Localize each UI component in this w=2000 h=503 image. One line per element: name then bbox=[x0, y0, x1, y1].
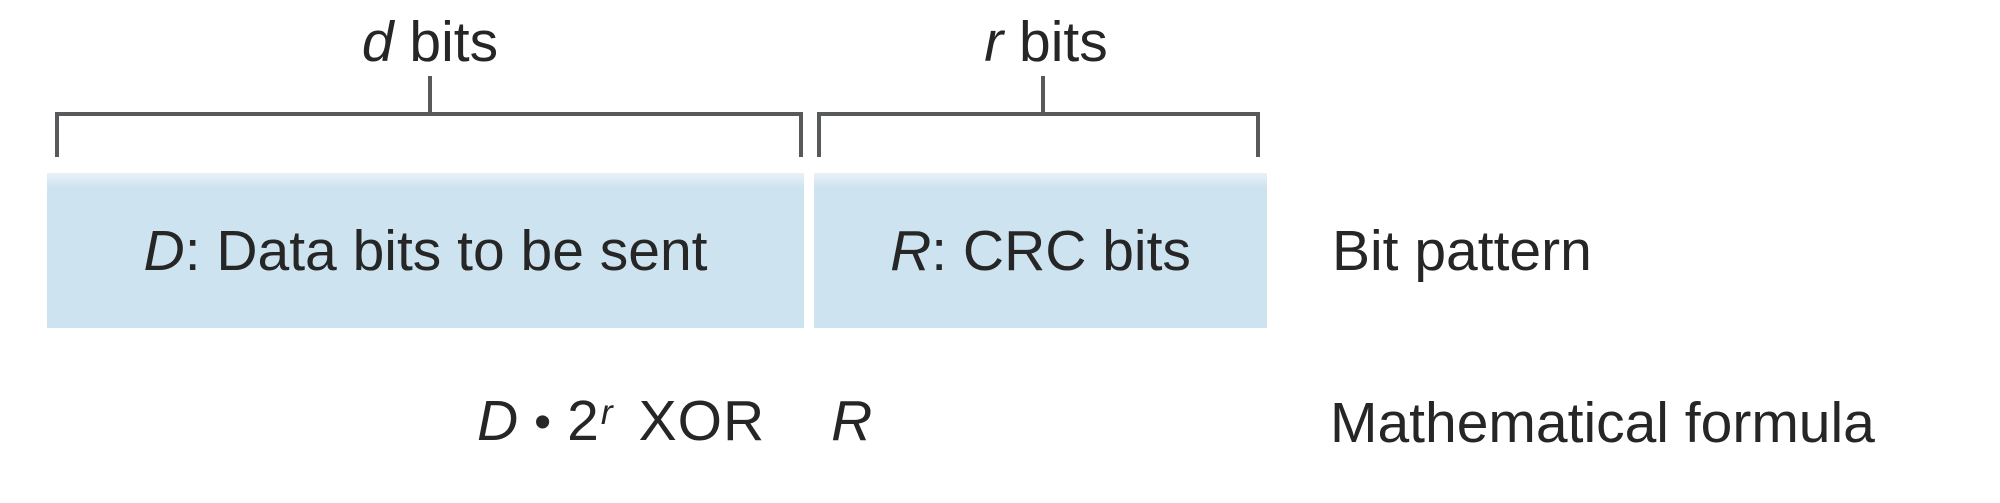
bit-pattern-label: Bit pattern bbox=[1332, 218, 1592, 283]
d-bits-brace bbox=[55, 112, 803, 157]
formula-d-term: D bbox=[477, 389, 519, 453]
formula-xor-operator: XOR bbox=[638, 389, 766, 453]
data-bits-box-variable: D bbox=[143, 218, 185, 283]
d-bits-label-rest: bits bbox=[393, 10, 499, 74]
r-bits-label: r bits bbox=[846, 8, 1246, 76]
r-bits-brace bbox=[817, 112, 1260, 157]
d-bits-brace-stem bbox=[428, 76, 432, 116]
r-bits-label-rest: bits bbox=[1003, 10, 1108, 74]
crc-bits-box-variable: R bbox=[890, 218, 932, 283]
multiplication-dot: • bbox=[534, 395, 552, 450]
crc-formula: D • 2 r XOR R bbox=[477, 388, 872, 454]
mathematical-formula-label: Mathematical formula bbox=[1330, 391, 1875, 455]
crc-bits-box: R: CRC bits bbox=[814, 173, 1267, 328]
r-bits-variable: r bbox=[984, 10, 1004, 74]
data-bits-box: D: Data bits to be sent bbox=[47, 173, 804, 328]
d-bits-label: d bits bbox=[230, 8, 630, 76]
formula-power-base: 2 bbox=[567, 389, 599, 453]
formula-power-exponent: r bbox=[600, 393, 613, 433]
d-bits-variable: d bbox=[361, 10, 394, 74]
crc-bits-box-text: : CRC bits bbox=[931, 218, 1191, 283]
r-bits-brace-stem bbox=[1041, 76, 1045, 116]
formula-r-term: R bbox=[831, 389, 873, 453]
data-bits-box-text: : Data bits to be sent bbox=[184, 218, 708, 283]
